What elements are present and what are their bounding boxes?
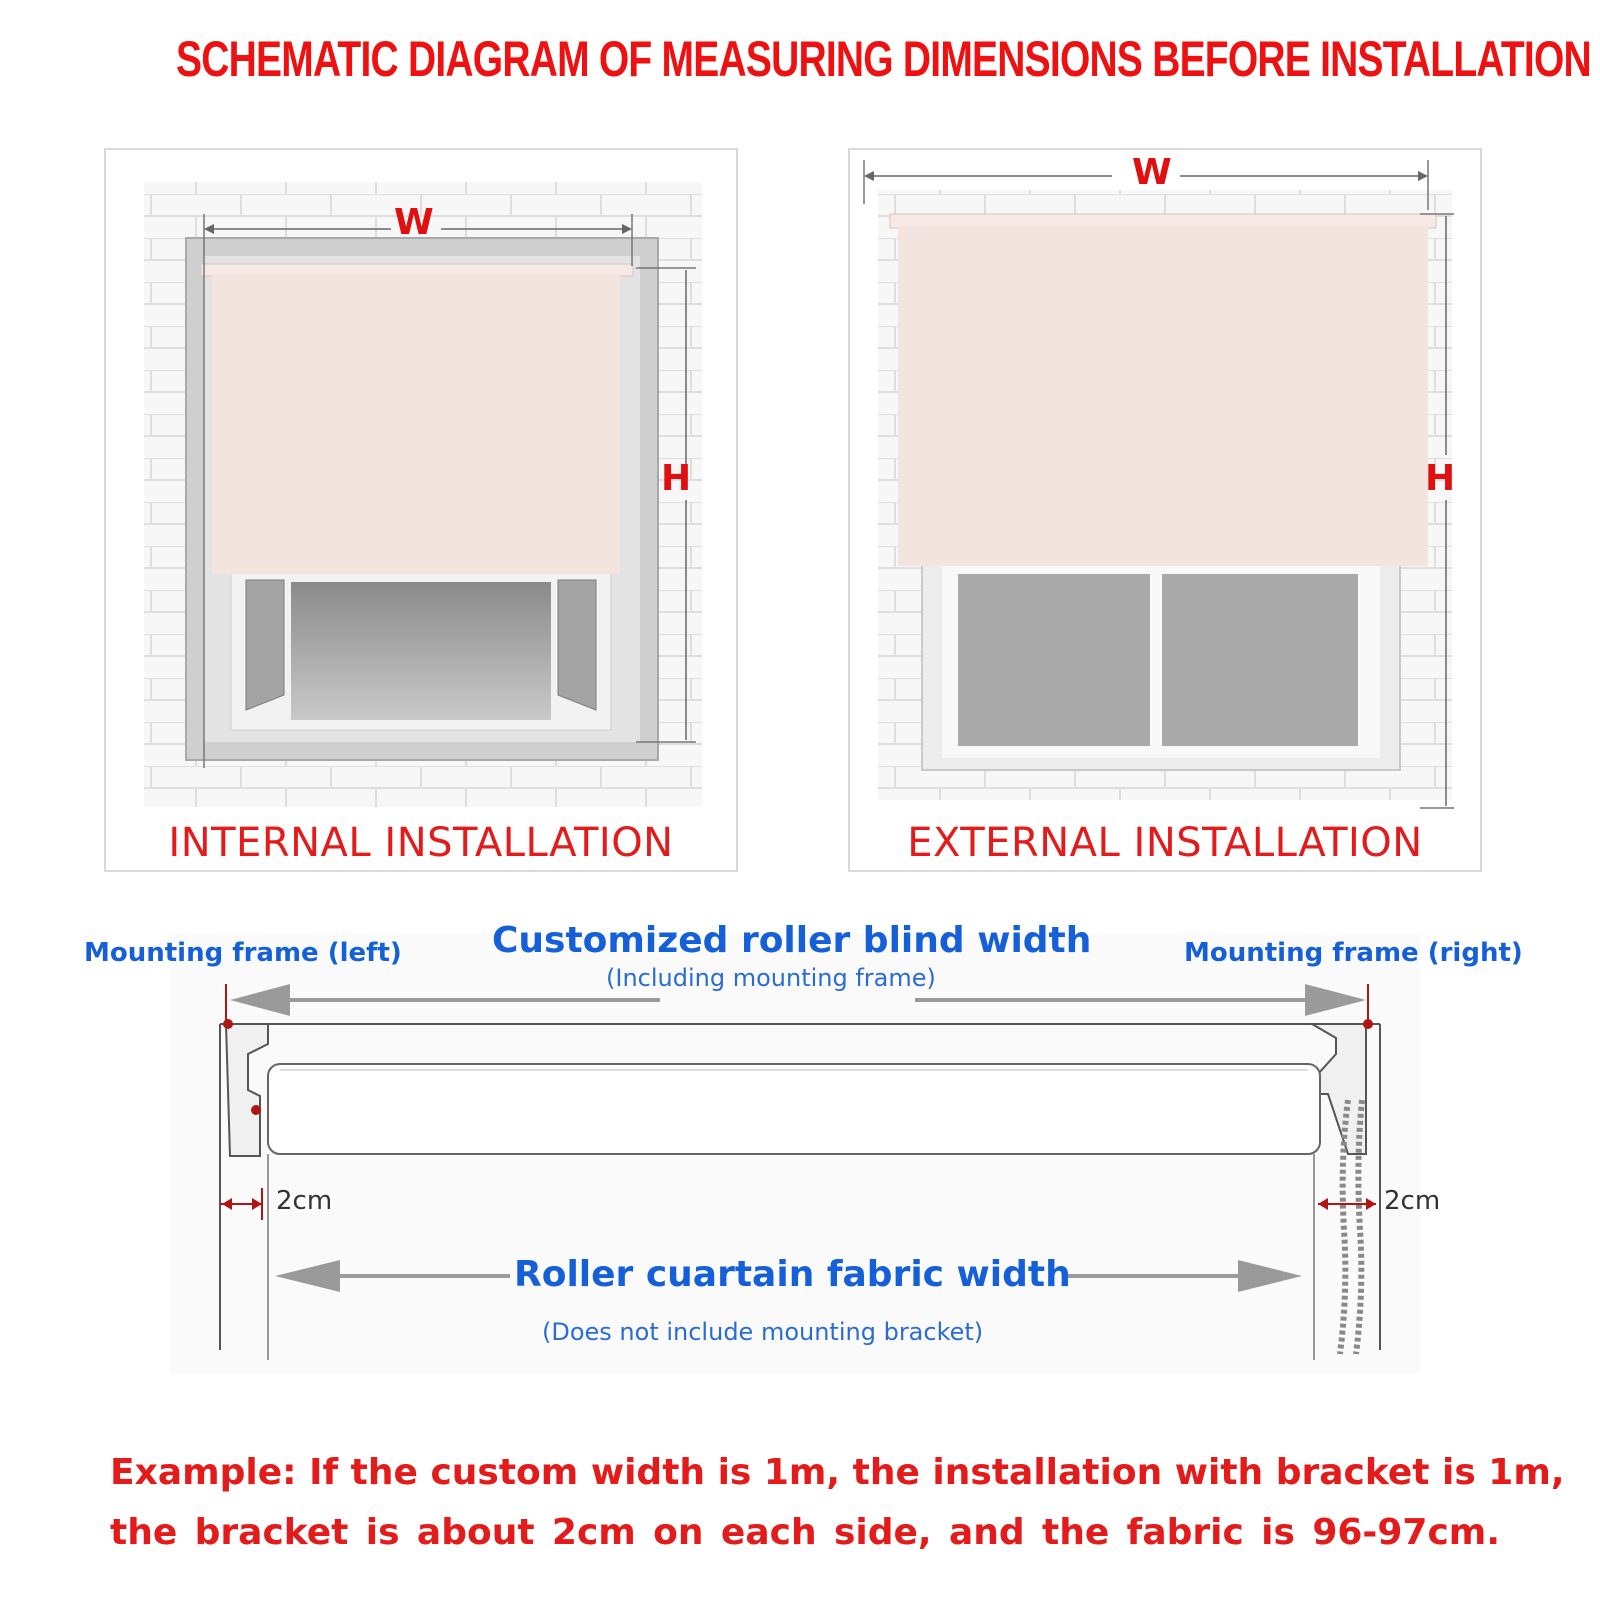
left-gap-label: 2cm [276,1186,333,1216]
blind-width-note: (Including mounting frame) [606,964,936,992]
fabric-width-note: (Does not include mounting bracket) [542,1318,984,1346]
example-line-1: Example: If the custom width is 1m, the … [110,1452,1565,1493]
height-dimension-label: H [1425,458,1456,499]
internal-installation-panel: W H INTERNAL INSTALLATION [104,148,738,872]
internal-installation-caption: INTERNAL INSTALLATION [168,820,674,866]
width-dimension-label: W [394,202,434,243]
right-gap-label: 2cm [1384,1186,1441,1216]
blind-width-label: Customized roller blind width [492,920,1092,961]
external-installation-caption: EXTERNAL INSTALLATION [907,820,1423,866]
mounting-frame-left-label: Mounting frame (left) [84,938,402,968]
width-dimension-label: W [1132,152,1172,193]
diagram-title: SCHEMATIC DIAGRAM OF MEASURING DIMENSION… [176,31,1592,87]
fabric-width-label: Roller cuartain fabric width [514,1254,1071,1295]
internal-window-illustration [144,182,702,807]
example-line-2: the bracket is about 2cm on each side, a… [110,1512,1500,1553]
external-window-illustration [863,160,1454,809]
roller-bracket-illustration [170,934,1420,1374]
height-dimension-label: H [661,458,692,499]
roller-width-diagram: Mounting frame (left) Mounting frame (ri… [0,920,1600,1420]
mounting-frame-right-label: Mounting frame (right) [1184,938,1523,968]
external-installation-panel: W H EXTERNAL INSTALLATION [848,148,1482,872]
